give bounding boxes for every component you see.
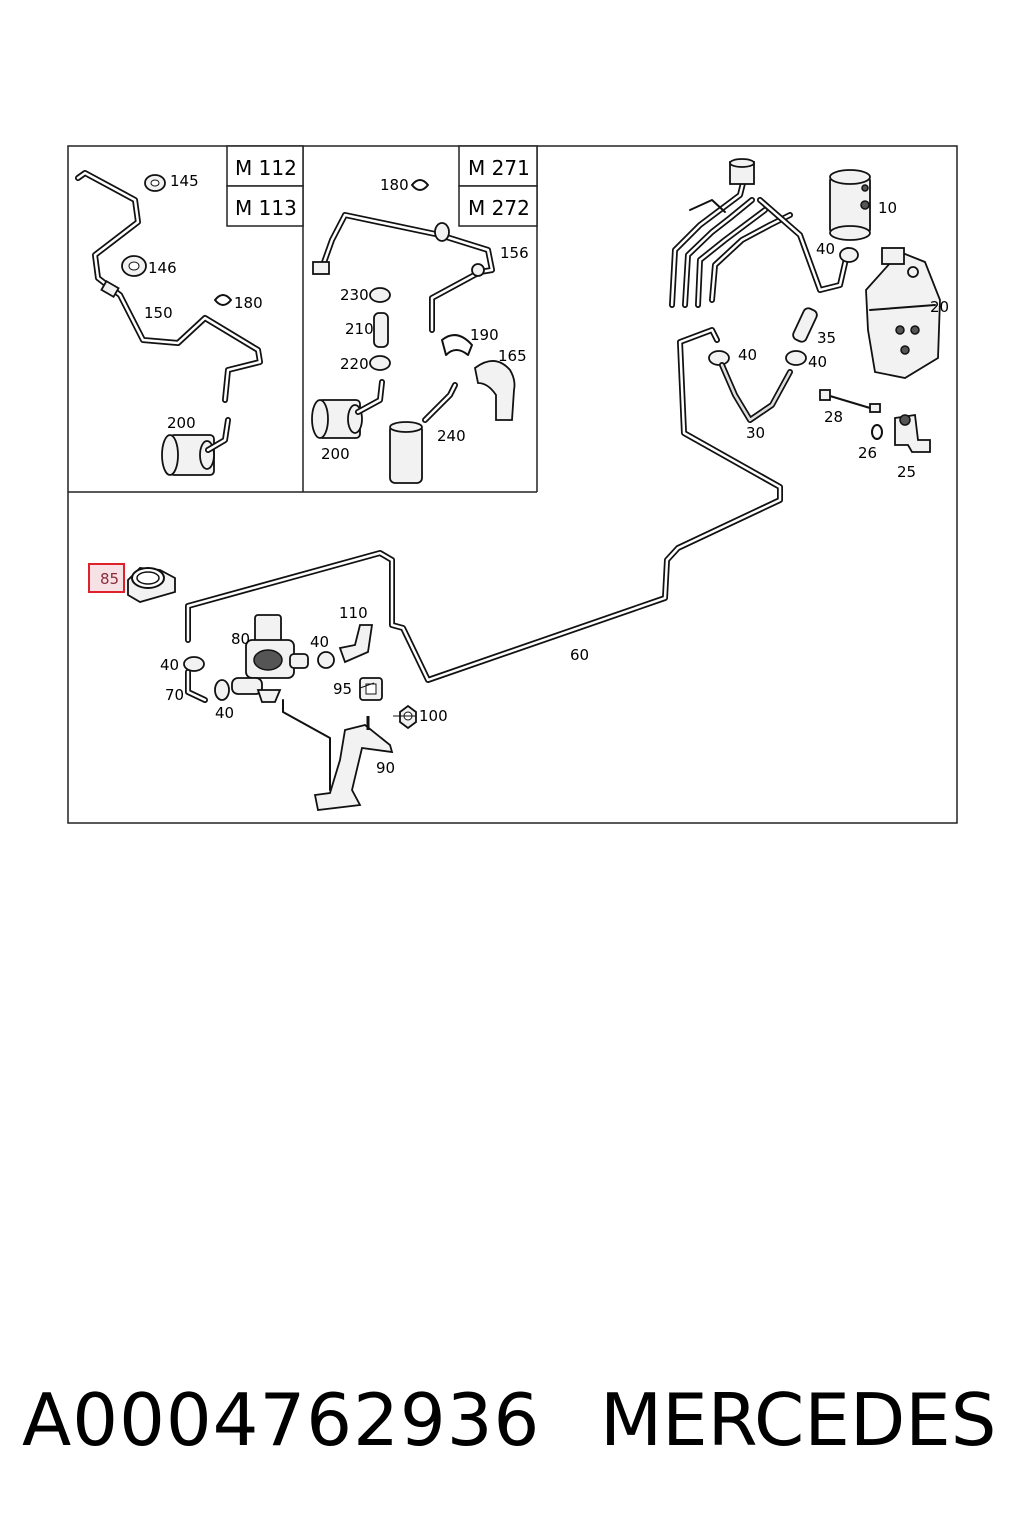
label-26: 26 — [858, 444, 877, 462]
label-146: 146 — [148, 259, 177, 277]
label-40-left: 40 — [160, 656, 179, 674]
brand-name: MERCEDES — [600, 1378, 997, 1462]
label-10: 10 — [878, 199, 897, 217]
label-40-bottom: 40 — [215, 704, 234, 722]
label-40-top: 40 — [816, 240, 835, 258]
footer: A0004762936 MERCEDES — [0, 1370, 1024, 1470]
label-40-right-a: 40 — [738, 346, 757, 364]
label-70: 70 — [165, 686, 184, 704]
main-pipe-60 — [185, 327, 783, 683]
engine-label-m113: M 113 — [235, 196, 297, 220]
label-20: 20 — [930, 298, 949, 316]
label-230: 230 — [340, 286, 369, 304]
label-180-left: 180 — [234, 294, 263, 312]
highlight-box-85[interactable] — [88, 563, 125, 593]
label-150: 150 — [144, 304, 173, 322]
label-200-mid: 200 — [321, 445, 350, 463]
label-156: 156 — [500, 244, 529, 262]
diagram-frames — [67, 145, 958, 824]
label-220: 220 — [340, 355, 369, 373]
part-number: A0004762936 — [22, 1378, 541, 1462]
label-90: 90 — [376, 759, 395, 777]
label-180-mid: 180 — [380, 176, 409, 194]
label-100: 100 — [419, 707, 448, 725]
panel-m112-parts — [75, 170, 263, 476]
label-110: 110 — [339, 604, 368, 622]
label-95: 95 — [333, 680, 352, 698]
label-200-left: 200 — [167, 414, 196, 432]
engine-label-m271: M 271 — [468, 156, 530, 180]
label-40-right-b: 40 — [808, 353, 827, 371]
engine-label-m272: M 272 — [468, 196, 530, 220]
right-assembly — [669, 158, 941, 453]
leader-lines — [359, 682, 416, 717]
label-60: 60 — [570, 646, 589, 664]
label-85: 85 — [100, 570, 119, 588]
label-35: 35 — [817, 329, 836, 347]
label-80: 80 — [231, 630, 250, 648]
label-28: 28 — [824, 408, 843, 426]
label-30: 30 — [746, 424, 765, 442]
engine-label-m112: M 112 — [235, 156, 297, 180]
label-190: 190 — [470, 326, 499, 344]
panel-m271-parts — [311, 179, 516, 484]
label-40-mid: 40 — [310, 633, 329, 651]
label-25: 25 — [897, 463, 916, 481]
label-145: 145 — [170, 172, 199, 190]
label-210: 210 — [345, 320, 374, 338]
label-240: 240 — [437, 427, 466, 445]
label-165: 165 — [498, 347, 527, 365]
